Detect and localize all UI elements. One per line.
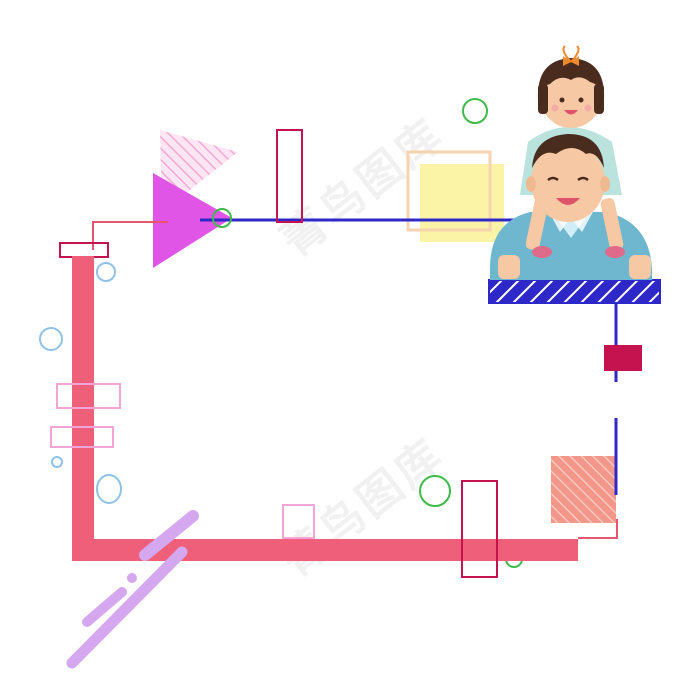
pink-thick-frame xyxy=(72,256,578,561)
blue-circle-1 xyxy=(96,262,116,282)
pink-thin-bracket xyxy=(92,221,168,250)
peach-square-outline xyxy=(406,150,492,232)
pink-thin-corner xyxy=(578,519,618,539)
salmon-striped-square xyxy=(551,456,616,523)
crimson-filled-rect xyxy=(604,345,642,371)
pink-outline-rect-1 xyxy=(56,383,121,409)
blue-circle-3 xyxy=(51,456,63,468)
lavender-diagonal-strokes xyxy=(66,510,199,669)
green-circle-top xyxy=(462,98,488,124)
magenta-triangle xyxy=(153,173,232,268)
father-daughter-illustration-icon xyxy=(490,45,652,280)
crimson-small-rect-left xyxy=(59,242,109,258)
watermark-bottom: 菁鸟图库 xyxy=(272,428,455,586)
green-circle-bottom xyxy=(419,475,451,507)
green-circle-triangle xyxy=(212,208,232,228)
crimson-outline-rect-bottom xyxy=(461,480,498,578)
blue-striped-bar xyxy=(488,279,661,304)
blue-circle-4 xyxy=(96,474,122,504)
pink-outline-square-bottom xyxy=(282,504,315,539)
blue-circle-2 xyxy=(39,327,63,351)
pink-outline-rect-2 xyxy=(50,426,114,448)
crimson-outline-rect-top xyxy=(276,129,303,223)
